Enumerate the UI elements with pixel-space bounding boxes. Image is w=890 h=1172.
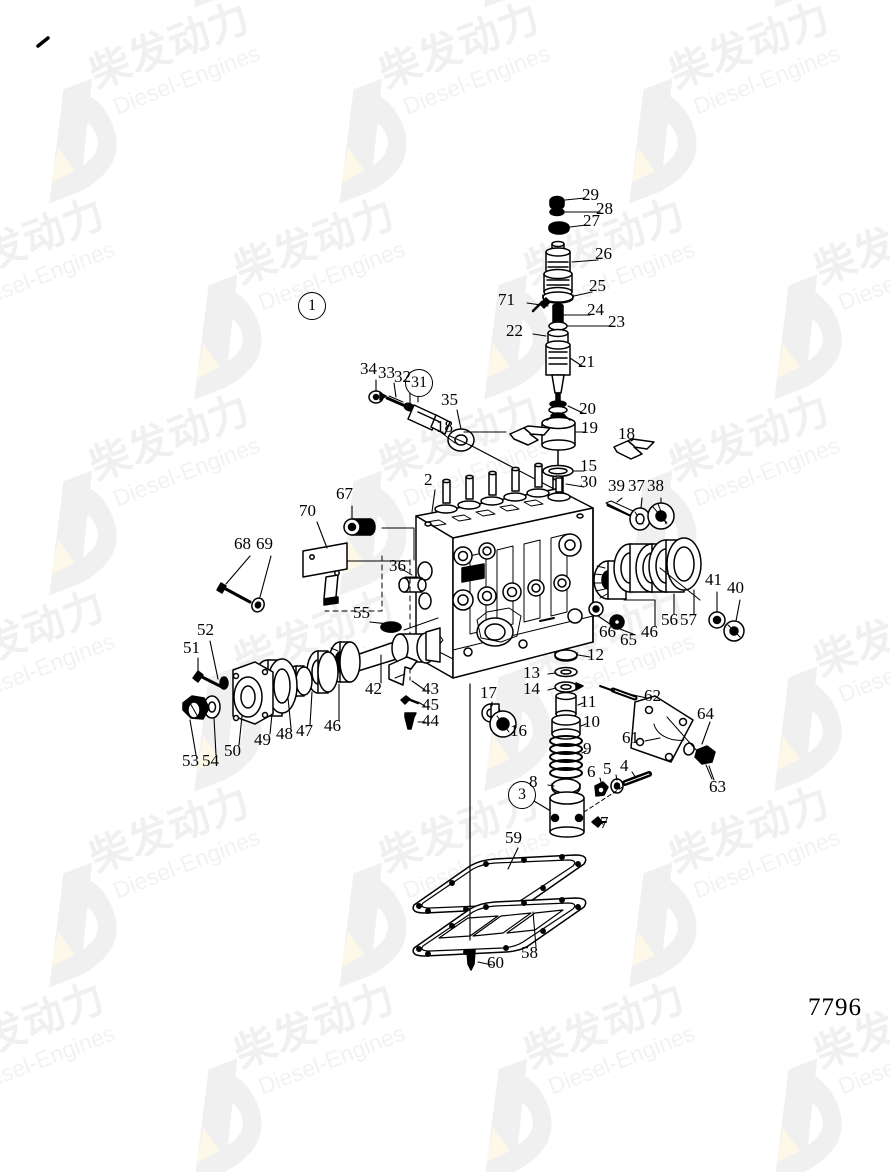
callout-circled-1: 1	[298, 292, 326, 320]
callout-9: 9	[583, 739, 592, 758]
callout-20: 20	[579, 399, 596, 418]
callout-64: 64	[697, 704, 714, 723]
callout-43: 43	[422, 679, 439, 698]
callout-33: 33	[378, 363, 395, 382]
drawing-number: 7796	[808, 994, 862, 1021]
callout-32: 32	[394, 367, 411, 386]
callout-47: 47	[296, 721, 313, 740]
callout-46: 46	[324, 716, 341, 735]
callout-59: 59	[505, 828, 522, 847]
callout-29: 29	[582, 185, 599, 204]
callout-8: 8	[529, 772, 538, 791]
callout-circled-31: 31	[405, 369, 433, 397]
callout-45: 45	[422, 695, 439, 714]
callout-65: 65	[620, 630, 637, 649]
callout-15: 15	[580, 456, 597, 475]
callout-46: 46	[641, 622, 658, 641]
callout-48: 48	[276, 724, 293, 743]
callout-5: 5	[603, 759, 612, 778]
callout-13: 13	[523, 663, 540, 682]
callout-14: 14	[523, 679, 540, 698]
callout-50: 50	[224, 741, 241, 760]
callout-4: 4	[620, 756, 629, 775]
callout-57: 57	[680, 610, 697, 629]
callout-18: 18	[436, 417, 453, 436]
callout-54: 54	[202, 751, 219, 770]
callout-56: 56	[661, 610, 678, 629]
callout-27: 27	[583, 211, 600, 230]
callout-38: 38	[647, 476, 664, 495]
callout-49: 49	[254, 730, 271, 749]
callout-61: 61	[622, 728, 639, 747]
callout-25: 25	[589, 276, 606, 295]
callout-18: 18	[618, 424, 635, 443]
callout-11: 11	[580, 692, 597, 711]
callout-42: 42	[365, 679, 382, 698]
callout-10: 10	[583, 712, 600, 731]
callout-2: 2	[424, 470, 433, 489]
callout-17: 17	[480, 683, 497, 702]
callout-58: 58	[521, 943, 538, 962]
callout-62: 62	[644, 686, 661, 705]
callout-66: 66	[599, 622, 616, 641]
callout-34: 34	[360, 359, 377, 378]
callout-6: 6	[587, 762, 596, 781]
callout-39: 39	[608, 476, 625, 495]
callout-7: 7	[600, 813, 609, 832]
callout-52: 52	[197, 620, 214, 639]
callout-21: 21	[578, 352, 595, 371]
callout-26: 26	[595, 244, 612, 263]
callout-40: 40	[727, 578, 744, 597]
callout-51: 51	[183, 638, 200, 657]
callout-30: 30	[580, 472, 597, 491]
callout-37: 37	[628, 476, 645, 495]
callout-68: 68	[234, 534, 251, 553]
callout-23: 23	[608, 312, 625, 331]
callout-67: 67	[336, 484, 353, 503]
callout-60: 60	[487, 953, 504, 972]
callout-22: 22	[506, 321, 523, 340]
callout-36: 36	[389, 556, 406, 575]
callout-19: 19	[581, 418, 598, 437]
callout-41: 41	[705, 570, 722, 589]
callout-44: 44	[422, 711, 439, 730]
callout-69: 69	[256, 534, 273, 553]
callout-53: 53	[182, 751, 199, 770]
callout-70: 70	[299, 501, 316, 520]
callout-12: 12	[587, 645, 604, 664]
callout-16: 16	[510, 721, 527, 740]
callout-35: 35	[441, 390, 458, 409]
callout-28: 28	[596, 199, 613, 218]
callout-71: 71	[498, 290, 515, 309]
callout-63: 63	[709, 777, 726, 796]
callout-55: 55	[353, 603, 370, 622]
callout-24: 24	[587, 300, 604, 319]
